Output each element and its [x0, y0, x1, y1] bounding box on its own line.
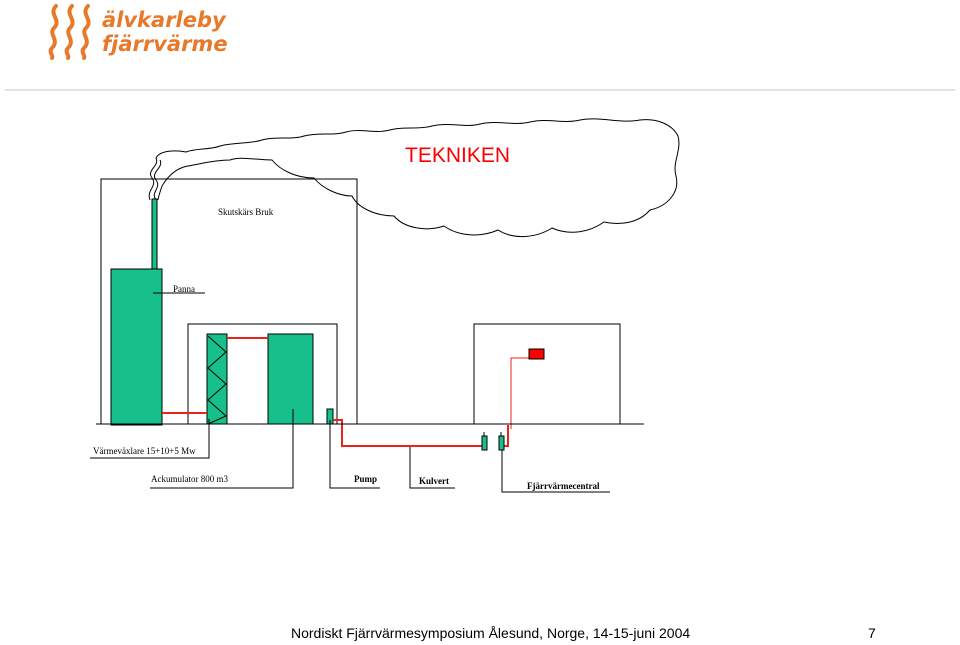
slide-title: TEKNIKEN [405, 144, 511, 167]
smoke-cloud [148, 118, 680, 237]
district-central-label: Fjärrvärmecentral [527, 481, 600, 491]
district-heating-pipe [162, 337, 509, 447]
culvert-unit-right [498, 435, 505, 451]
heat-exchanger-label: Värmeväxlare 15+10+5 Mw [93, 446, 196, 456]
logo-line2: fjärrvärme [102, 32, 228, 56]
flame-waves-icon [48, 4, 91, 60]
footer-text: Nordiskt Fjärrvärmesymposium Ålesund, No… [291, 625, 691, 641]
pump-label: Pump [354, 474, 378, 484]
boiler-label: Panna [173, 284, 195, 294]
district-central-building [473, 323, 621, 425]
pipe-label: Kulvert [419, 476, 449, 486]
red-unit [528, 348, 545, 360]
heat-exchanger-coil [207, 335, 227, 425]
heat-exchanger-block [206, 333, 228, 425]
culvert-unit-left [481, 435, 488, 451]
accumulator-label: Ackumulator 800 m3 [151, 474, 228, 484]
page-number: 7 [868, 625, 876, 641]
leader-lines [90, 292, 610, 493]
return-pipe [510, 357, 529, 429]
mill-label: Skutskärs Bruk [218, 207, 274, 217]
chimney [151, 198, 158, 270]
accumulator-tank [267, 333, 314, 425]
boiler-block [110, 268, 163, 426]
logo-line1: älvkarleby [102, 8, 226, 32]
